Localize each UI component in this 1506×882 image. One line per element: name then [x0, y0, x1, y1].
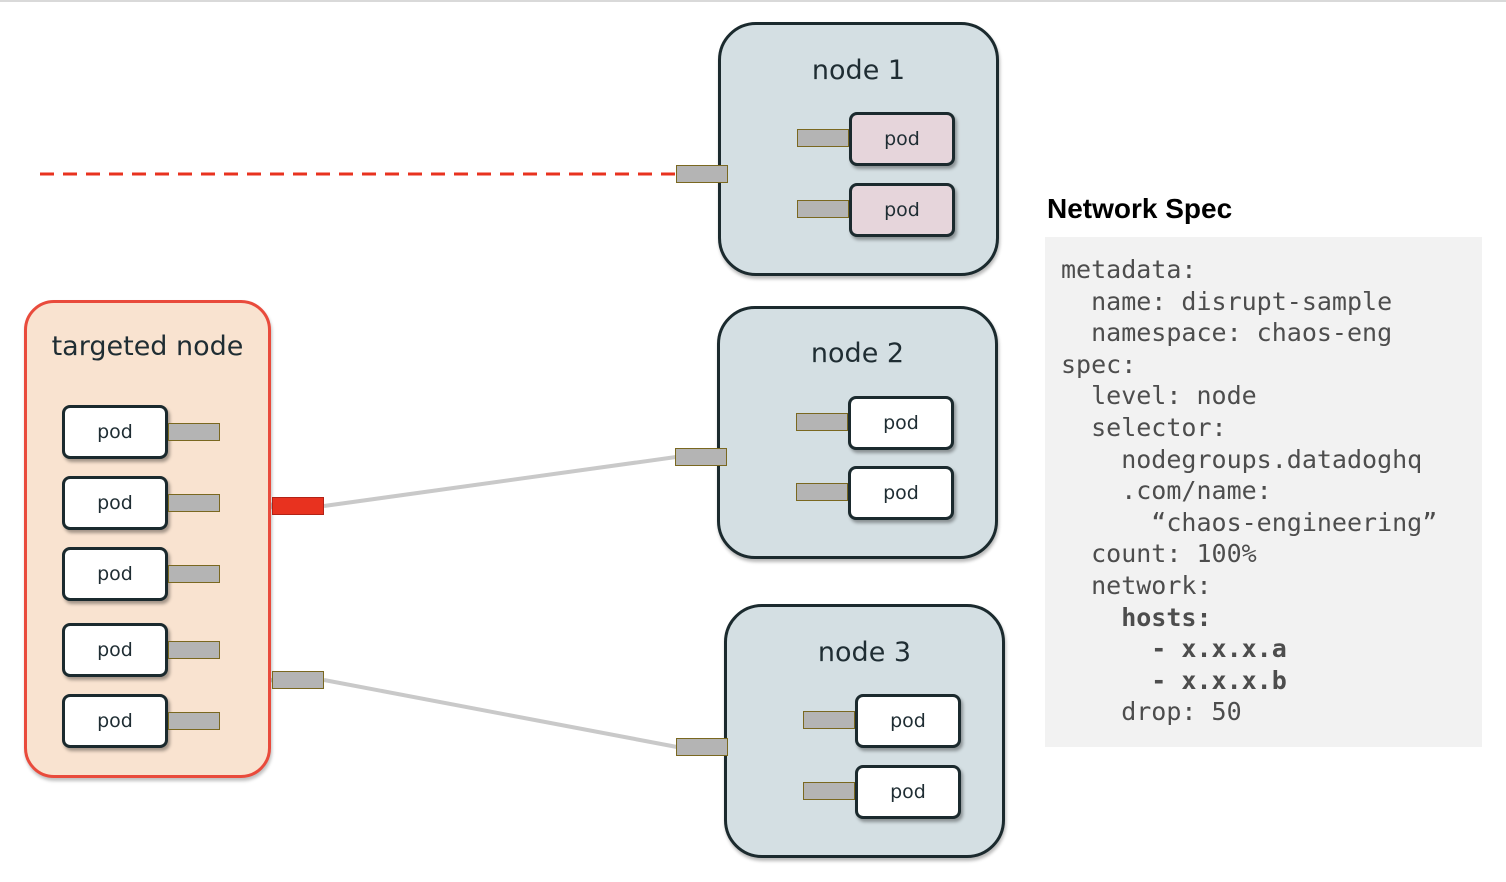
spec-code-block: metadata: name: disrupt-sample namespace… — [1045, 237, 1482, 747]
node-title: node 3 — [817, 637, 912, 668]
code-line: namespace: chaos-eng — [1061, 318, 1393, 348]
pod-interface — [168, 641, 220, 659]
code-line-highlight: hosts: — [1061, 602, 1212, 632]
code-line: name: disrupt-sample — [1061, 286, 1393, 316]
affected-pod: pod — [849, 183, 955, 237]
code-line-highlight: - x.x.x.a — [1061, 634, 1287, 664]
code-line: network: — [1061, 570, 1212, 600]
node-interface — [676, 738, 728, 756]
pod: pod — [848, 396, 954, 450]
pod-interface — [796, 413, 848, 431]
pod-interface — [168, 712, 220, 730]
targeted-pod: pod — [62, 547, 168, 601]
targeted-pod: pod — [62, 694, 168, 748]
pod: pod — [848, 466, 954, 520]
top-border-line — [0, 0, 1506, 2]
pod-interface — [803, 782, 855, 800]
code-line: metadata: — [1061, 255, 1197, 284]
code-line: level: node — [1061, 381, 1257, 411]
node-interface — [272, 671, 324, 689]
node-title: node 2 — [810, 338, 905, 369]
code-line-highlight: - x.x.x.b — [1061, 665, 1287, 695]
code-line: nodegroups.datadoghq — [1061, 444, 1423, 474]
pod: pod — [855, 765, 961, 819]
pod-interface — [168, 565, 220, 583]
affected-pod: pod — [849, 112, 955, 166]
node-interface — [675, 448, 727, 466]
pod-interface — [796, 483, 848, 501]
code-line: “chaos-engineering” — [1061, 507, 1438, 537]
node-interface — [676, 165, 728, 183]
spec-title: Network Spec — [1047, 193, 1233, 224]
targeted-node-title: targeted node — [51, 331, 244, 362]
link-to-node-3 — [323, 678, 678, 749]
targeted-pod: pod — [62, 476, 168, 530]
targeted-pod: pod — [62, 623, 168, 677]
link-to-node-2 — [323, 455, 677, 508]
code-line: count: 100% — [1061, 539, 1257, 569]
pod-interface — [168, 423, 220, 441]
node-title: node 1 — [811, 55, 906, 86]
pod-interface — [803, 711, 855, 729]
code-line: selector: — [1061, 412, 1227, 442]
code-line: .com/name: — [1061, 476, 1272, 506]
pod: pod — [855, 694, 961, 748]
targeted-pod: pod — [62, 405, 168, 459]
pod-interface — [797, 200, 849, 218]
pod-interface — [168, 494, 220, 512]
pod-interface — [797, 129, 849, 147]
code-line: spec: — [1061, 349, 1137, 379]
code-line: drop: 50 — [1061, 697, 1242, 727]
disrupted-node-interface — [272, 497, 324, 515]
